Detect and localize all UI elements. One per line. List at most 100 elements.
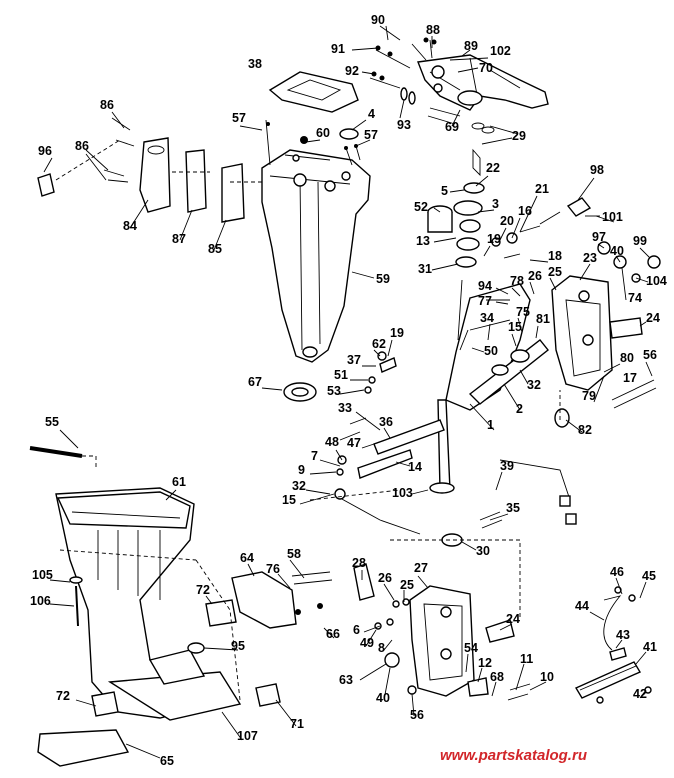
callout-25-upper: 25 xyxy=(548,265,562,279)
callout-76: 76 xyxy=(266,562,280,576)
steering-bracket-assembly xyxy=(369,37,549,177)
callout-102: 102 xyxy=(490,44,511,58)
callout-22: 22 xyxy=(486,161,500,175)
callout-31: 31 xyxy=(418,262,432,276)
callout-87: 87 xyxy=(172,232,186,246)
gasket-67-hole xyxy=(291,387,309,397)
callout-28: 28 xyxy=(352,556,366,570)
callout-27: 27 xyxy=(414,561,428,575)
callout-63: 63 xyxy=(339,673,353,687)
callout-62: 62 xyxy=(372,337,386,351)
callout-19-upper: 19 xyxy=(487,232,501,246)
callout-58: 58 xyxy=(287,547,301,561)
cover-plate-38 xyxy=(268,71,359,113)
callout-43: 43 xyxy=(616,628,630,642)
callout-24-lower: 24 xyxy=(506,612,520,626)
callout-1: 1 xyxy=(487,418,494,432)
callout-9: 9 xyxy=(298,463,305,477)
callout-91: 91 xyxy=(331,42,345,56)
callout-23: 23 xyxy=(583,251,597,265)
callout-26-lower: 26 xyxy=(378,571,392,585)
callout-32-upper: 32 xyxy=(527,378,541,392)
callout-44: 44 xyxy=(575,599,589,613)
rubber-seals xyxy=(37,117,245,223)
cable-and-plate xyxy=(574,586,652,704)
exhaust-housing-59 xyxy=(261,119,371,363)
callout-72-lower: 72 xyxy=(56,689,70,703)
callout-42: 42 xyxy=(633,687,647,701)
callout-105: 105 xyxy=(32,568,53,582)
callout-70: 70 xyxy=(479,61,493,75)
callout-17: 17 xyxy=(623,371,637,385)
callout-77: 77 xyxy=(478,294,492,308)
callout-61: 61 xyxy=(172,475,186,489)
callout-98: 98 xyxy=(590,163,604,177)
callout-67: 67 xyxy=(248,375,262,389)
callout-89: 89 xyxy=(464,39,478,53)
watermark: www.partskatalog.ru xyxy=(440,747,587,764)
callout-47: 47 xyxy=(347,436,361,450)
callout-81: 81 xyxy=(536,312,550,326)
callout-41: 41 xyxy=(643,640,657,654)
swivel-bushings xyxy=(427,182,485,268)
callout-86-top: 86 xyxy=(100,98,114,112)
callout-48: 48 xyxy=(325,435,339,449)
callout-99: 99 xyxy=(633,234,647,248)
callout-54: 54 xyxy=(464,641,478,655)
callout-8: 8 xyxy=(378,641,385,655)
callout-55: 55 xyxy=(45,415,59,429)
callout-69: 69 xyxy=(445,120,459,134)
callout-86-mid: 86 xyxy=(75,139,89,153)
callout-68: 68 xyxy=(490,670,504,684)
callout-101: 101 xyxy=(602,210,623,224)
callout-19-lower: 19 xyxy=(390,326,404,340)
callout-53: 53 xyxy=(327,384,341,398)
callout-60: 60 xyxy=(316,126,330,140)
callout-39: 39 xyxy=(500,459,514,473)
callout-29: 29 xyxy=(512,129,526,143)
callout-3: 3 xyxy=(492,197,499,211)
callout-64: 64 xyxy=(240,551,254,565)
stern-bracket-27 xyxy=(353,563,531,701)
callout-50: 50 xyxy=(484,344,498,358)
callout-80: 80 xyxy=(620,351,634,365)
callout-38: 38 xyxy=(248,57,262,71)
callout-90: 90 xyxy=(371,13,385,27)
callout-labels: 90 88 91 89 102 70 92 38 93 69 29 86 4 5… xyxy=(30,13,667,768)
callout-34: 34 xyxy=(480,311,494,325)
callout-107: 107 xyxy=(237,729,258,743)
lower-cowl-61 xyxy=(37,487,281,767)
callout-15-upper: 15 xyxy=(508,320,522,334)
callout-12: 12 xyxy=(478,656,492,670)
callout-79: 79 xyxy=(582,389,596,403)
callout-15-lower: 15 xyxy=(282,493,296,507)
tilt-lock-parts xyxy=(491,197,661,283)
callout-5: 5 xyxy=(441,184,448,198)
callout-59: 59 xyxy=(376,272,390,286)
bracket-64 xyxy=(231,571,333,629)
callout-57-right: 57 xyxy=(364,128,378,142)
rod-55 xyxy=(29,446,83,458)
callout-104: 104 xyxy=(646,274,667,288)
swivel-bracket xyxy=(339,279,577,547)
callout-6: 6 xyxy=(353,623,360,637)
callout-65: 65 xyxy=(160,754,174,768)
callout-40-upper: 40 xyxy=(610,244,624,258)
callout-14: 14 xyxy=(408,460,422,474)
callout-82: 82 xyxy=(578,423,592,437)
callout-24-upper: 24 xyxy=(646,311,660,325)
callout-52: 52 xyxy=(414,200,428,214)
callout-93: 93 xyxy=(397,118,411,132)
callout-40-lower: 40 xyxy=(376,691,390,705)
callout-18: 18 xyxy=(548,249,562,263)
callout-46: 46 xyxy=(610,565,624,579)
callout-4: 4 xyxy=(368,107,375,121)
callout-49: 49 xyxy=(360,636,374,650)
leader-lines xyxy=(43,25,653,759)
callout-45: 45 xyxy=(642,569,656,583)
callout-56-upper: 56 xyxy=(643,348,657,362)
callout-94: 94 xyxy=(478,279,492,293)
callout-74: 74 xyxy=(628,291,642,305)
callout-57-left: 57 xyxy=(232,111,246,125)
